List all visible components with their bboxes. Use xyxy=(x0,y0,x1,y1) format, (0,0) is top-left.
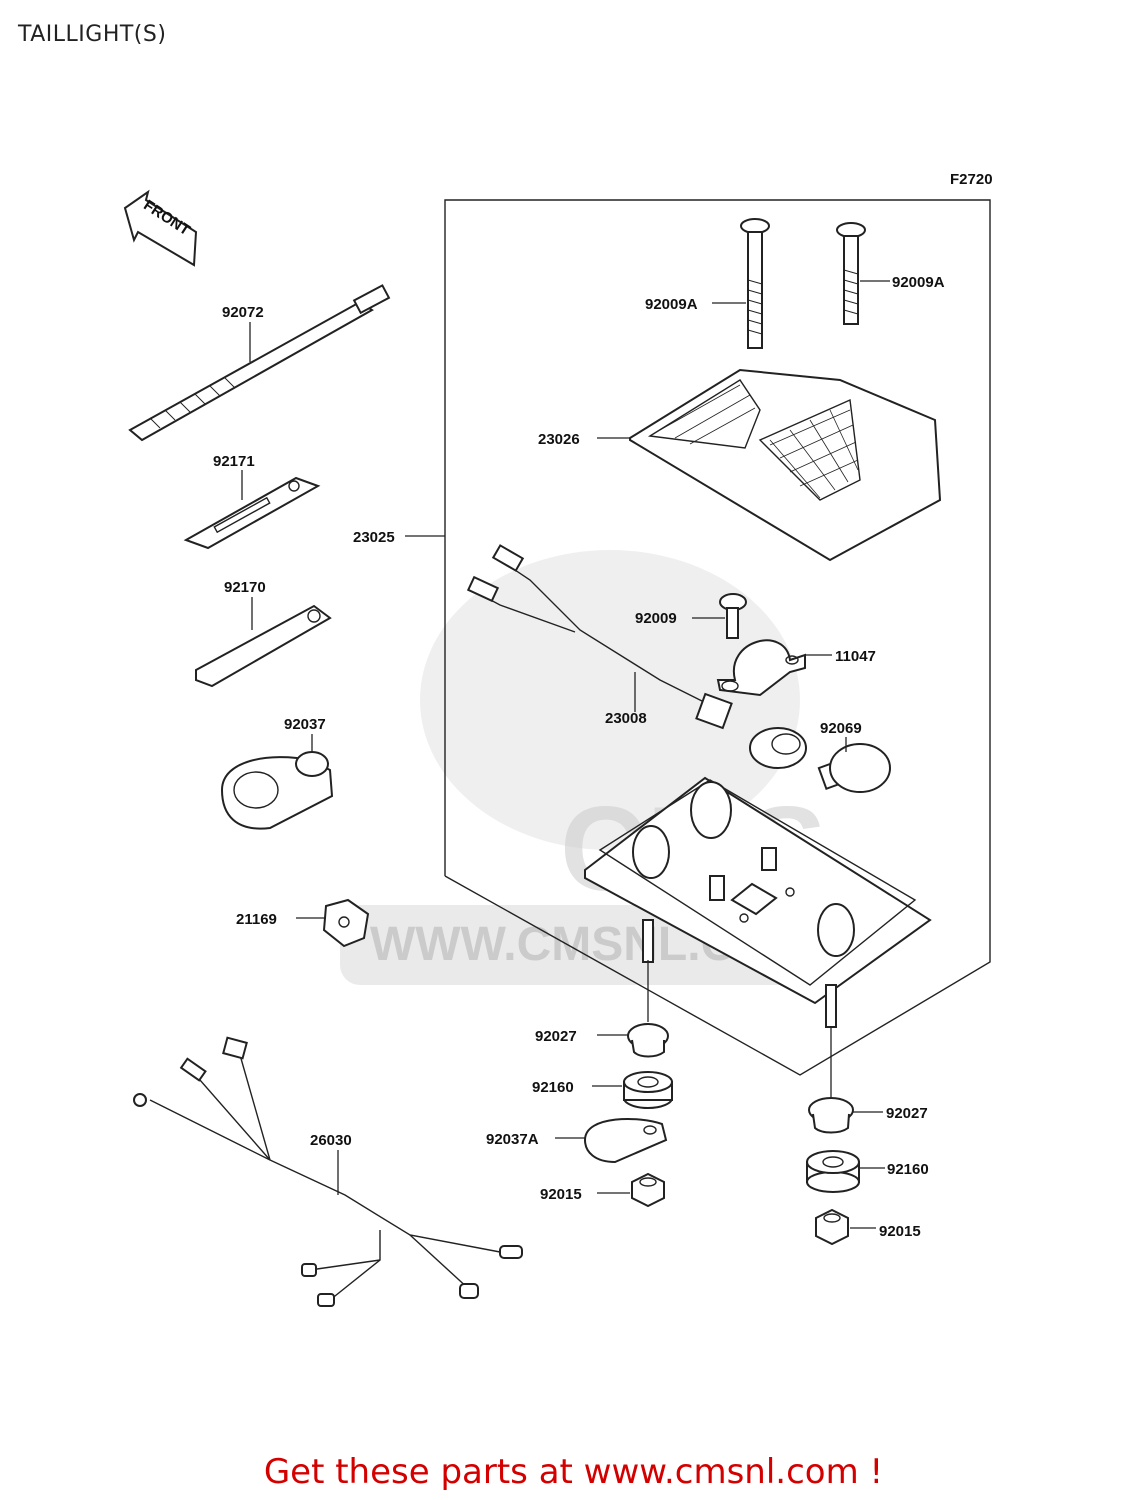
part-92069-bulb xyxy=(817,743,891,793)
part-23026-lens xyxy=(629,368,942,562)
part-taillight-base xyxy=(584,776,932,1028)
part-92160-left xyxy=(623,1071,673,1109)
label-23008: 23008 xyxy=(605,710,647,727)
label-92160-left: 92160 xyxy=(532,1079,574,1096)
part-92171-plate xyxy=(183,476,321,550)
label-92009: 92009 xyxy=(635,610,677,627)
page-title: TAILLIGHT(S) xyxy=(18,22,167,47)
label-23025: 23025 xyxy=(353,529,395,546)
label-92027-left: 92027 xyxy=(535,1028,577,1045)
label-11047: 11047 xyxy=(835,648,876,665)
part-23008-socket xyxy=(466,544,807,769)
part-21169-clip xyxy=(322,898,370,948)
label-92170: 92170 xyxy=(224,579,266,596)
part-92160-right xyxy=(806,1150,860,1193)
part-92037-clamp xyxy=(220,751,334,830)
label-92171: 92171 xyxy=(213,453,255,470)
label-92037: 92037 xyxy=(284,716,326,733)
label-92009A-left: 92009A xyxy=(645,296,698,313)
part-92027-right xyxy=(808,1097,854,1134)
label-92069: 92069 xyxy=(820,720,862,737)
part-92037A-clamp xyxy=(583,1117,668,1164)
part-92015-left xyxy=(631,1172,665,1208)
figure-code: F2720 xyxy=(950,171,993,188)
part-92009A-screw-right xyxy=(836,222,866,325)
label-26030: 26030 xyxy=(310,1132,352,1149)
label-92015-right: 92015 xyxy=(879,1223,921,1240)
part-92015-right xyxy=(815,1208,849,1246)
label-92072: 92072 xyxy=(222,304,264,321)
footer-promo-text[interactable]: Get these parts at www.cmsnl.com ! xyxy=(263,1452,884,1492)
part-92170-plate xyxy=(195,604,332,688)
assembly-bracket xyxy=(444,199,991,1076)
part-92009-screw xyxy=(719,593,747,639)
label-92037A: 92037A xyxy=(486,1131,539,1148)
label-92009A-right: 92009A xyxy=(892,274,945,291)
label-23026: 23026 xyxy=(538,431,580,448)
label-92160-right: 92160 xyxy=(887,1161,929,1178)
part-92009A-screw-left xyxy=(740,218,770,349)
part-92027-left xyxy=(627,1023,669,1058)
part-92072-cable-tie xyxy=(128,284,391,442)
label-21169: 21169 xyxy=(236,911,277,928)
part-11047-clamp xyxy=(716,639,806,697)
label-92027-right: 92027 xyxy=(886,1105,928,1122)
front-arrow-icon: FRONT xyxy=(123,189,198,267)
part-26030-harness xyxy=(133,1036,523,1307)
label-92015-left: 92015 xyxy=(540,1186,582,1203)
